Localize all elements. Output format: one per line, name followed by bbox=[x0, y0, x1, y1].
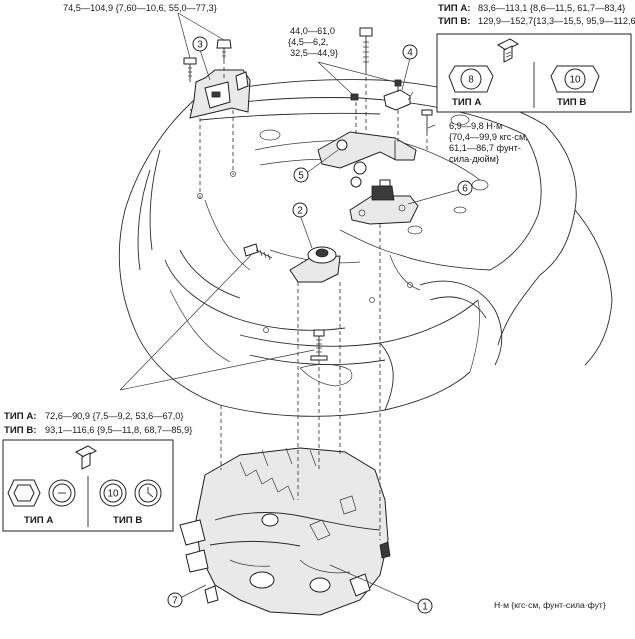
callout-label: 4 bbox=[407, 48, 413, 59]
engine-mount-no3 bbox=[183, 39, 251, 119]
callout-no1: 1 bbox=[417, 598, 433, 614]
alignment-guide-lines bbox=[199, 60, 428, 540]
units-note: Н·м {кгс·см, фунт-сила·фут} bbox=[494, 600, 606, 610]
left-box-type-b: ТИП B bbox=[113, 515, 142, 526]
left-type-a-value: 72,6—90,9 {7,5—9,2, 53,6—67,0} bbox=[45, 411, 183, 421]
bolt-head-mark-10-icon: 10 bbox=[99, 479, 127, 507]
torque-bracket6-line4: сила·дюйм} bbox=[449, 154, 499, 164]
engine-assembly-no7 bbox=[179, 447, 391, 616]
engine-mount-no2 bbox=[243, 243, 341, 283]
callout-label: 2 bbox=[297, 206, 303, 217]
mark-a: 8 bbox=[468, 75, 474, 86]
callout-label: 6 bbox=[462, 184, 468, 195]
bolt-top-center bbox=[350, 27, 433, 132]
bolt-type-box-left: ТИП A 10 ТИП B bbox=[2, 439, 174, 532]
bolt-icon bbox=[496, 38, 520, 63]
callout-label: 5 bbox=[298, 171, 304, 182]
torque-bracket6-line2: {70,4—99,9 кгс·см, bbox=[449, 132, 528, 142]
top-type-a-label: ТИП A: bbox=[438, 3, 470, 14]
bolt-type-box-top: 8 ТИП A 10 ТИП B bbox=[436, 33, 632, 113]
bolt-head-mark-8-icon: 8 bbox=[448, 65, 494, 93]
torque-bracket6-line1: 6,9—9,8 Н·м bbox=[449, 121, 502, 131]
callout-no5: 5 bbox=[293, 167, 309, 183]
left-type-b-value: 93,1—116,6 {9,5—11,8, 68,7—85,9} bbox=[45, 425, 192, 435]
callout-no2: 2 bbox=[292, 202, 308, 218]
callout-label: 7 bbox=[172, 596, 178, 607]
bolt-lower-center bbox=[310, 329, 328, 361]
bolt-icon bbox=[74, 445, 98, 470]
top-type-b-label: ТИП B: bbox=[438, 16, 470, 27]
left-type-a-label: ТИП A: bbox=[4, 411, 36, 422]
vehicle-body-outline bbox=[118, 79, 613, 417]
top-box-type-a: ТИП A bbox=[452, 97, 481, 108]
top-type-a-value: 83,6—113,1 {8,6—11,5, 61,7—83,4} bbox=[478, 3, 625, 13]
left-type-b-label: ТИП B: bbox=[4, 425, 36, 436]
mount-bracket-no5 bbox=[317, 131, 417, 188]
top-box-type-b: ТИП B bbox=[557, 97, 586, 108]
torque-mount4-line3: 32,5—44,9} bbox=[290, 48, 338, 58]
torque-bracket6-line3: 61,1—86,7 фунт- bbox=[449, 143, 521, 153]
bolt-head-angle-mark-icon bbox=[134, 479, 162, 507]
callout-no4: 4 bbox=[402, 44, 418, 60]
torque-mount4-line2: {4,5—6,2, bbox=[288, 37, 328, 47]
callout-no3: 3 bbox=[192, 36, 208, 52]
mark-b: 10 bbox=[107, 489, 119, 500]
torque-mount4-line1: 44,0—61,0 bbox=[290, 26, 335, 36]
mark-b: 10 bbox=[569, 75, 581, 86]
callout-label: 3 bbox=[197, 40, 203, 51]
callout-label: 1 bbox=[422, 602, 428, 613]
bolt-head-mark-10-icon: 10 bbox=[550, 65, 600, 93]
mount-bracket-no6 bbox=[349, 179, 419, 225]
bolt-head-dash-mark-icon bbox=[48, 479, 76, 507]
top-type-b-value: 129,9—152,7{13,3—15,5, 95,9—112,6} bbox=[478, 16, 635, 26]
left-box-type-a: ТИП A bbox=[24, 515, 53, 526]
torque-mount3: 74,5—104,9 {7,60—10,6, 55,0—77,3} bbox=[63, 3, 217, 13]
mount-bracket-no4 bbox=[383, 79, 411, 111]
bolt-head-hex-icon bbox=[7, 479, 41, 507]
callout-no6: 6 bbox=[457, 180, 473, 196]
callout-no7: 7 bbox=[167, 592, 183, 608]
